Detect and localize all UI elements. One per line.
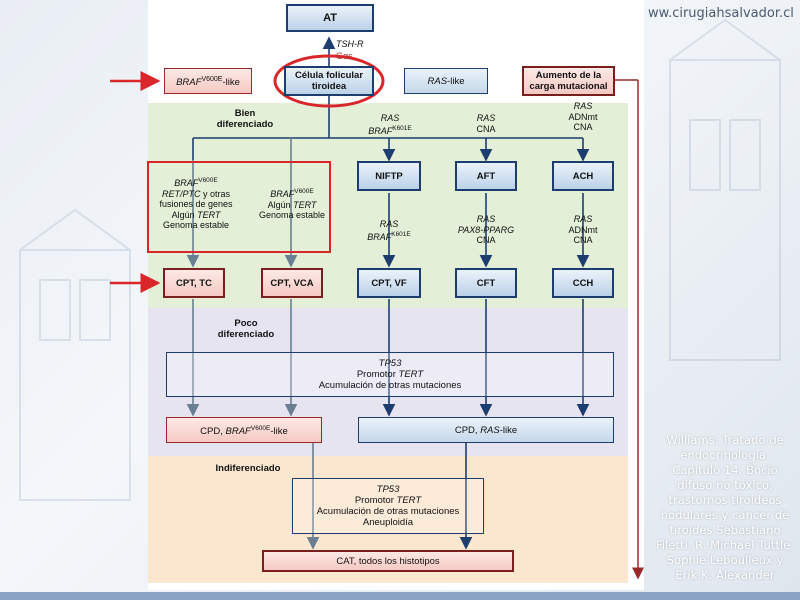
node-aumento-carga-mutacional: Aumento de la carga mutacional xyxy=(522,66,615,96)
stage-indiferenciado: Indiferenciado xyxy=(215,463,281,474)
node-cpd-braf: CPD, BRAFV600E-like xyxy=(166,417,322,443)
mutations-vca-column: BRAFV600E Algún TERT Genoma estable xyxy=(258,188,326,220)
node-cpt-vf: CPT, VF xyxy=(357,268,421,298)
mutations-top-aft: RAS CNA xyxy=(476,113,496,134)
box-indif-mutaciones: TP53 Promotor TERT Acumulación de otras … xyxy=(292,478,484,534)
celula-highlight-ellipse xyxy=(273,54,385,108)
mutations-top-ach: RAS ADNmt CNA xyxy=(568,101,598,132)
node-cch: CCH xyxy=(552,268,614,298)
source-caption: Williams. Tratado de endocrinología. Cap… xyxy=(656,433,794,582)
bottom-stripe xyxy=(0,592,800,600)
node-cpd-ras: CPD, RAS-like xyxy=(358,417,614,443)
node-ach: ACH xyxy=(552,161,614,191)
node-aft: AFT xyxy=(455,161,517,191)
mutations-top-middle: RAS BRAFK601E xyxy=(368,113,412,136)
node-cpt-vca: CPT, VCA xyxy=(261,268,323,298)
node-at: AT xyxy=(286,4,374,32)
node-cat: CAT, todos los histotipos xyxy=(262,550,514,572)
node-niftp: NIFTP xyxy=(357,161,421,191)
site-url[interactable]: ww.cirugiahsalvador.cl xyxy=(648,6,794,21)
braf-group-highlight-rect xyxy=(147,161,331,253)
stage-poco-diferenciado: Poco diferenciado xyxy=(217,318,275,340)
mutations-niftp: RAS BRAFK601E xyxy=(367,219,411,242)
mutations-left-column: BRAFV600E RET/PTC y otras fusiones de ge… xyxy=(159,177,233,230)
node-celula-folicular: Célula folicular tiroidea xyxy=(284,66,374,96)
mutations-aft: RAS PAX8-PPARG CNA xyxy=(457,214,515,245)
node-ras-like: RAS-like xyxy=(404,68,488,94)
gas-label: Gαs xyxy=(336,51,353,61)
node-cft: CFT xyxy=(455,268,517,298)
tsh-r-label: TSH-R xyxy=(336,39,364,49)
node-cpt-tc: CPT, TC xyxy=(163,268,225,298)
box-poco-mutaciones: TP53 Promotor TERT Acumulación de otras … xyxy=(166,352,614,397)
mutations-ach: RAS ADNmt CNA xyxy=(568,214,598,245)
node-braf-like: BRAFV600E-like xyxy=(164,68,252,94)
stage-bien-diferenciado: Bien diferenciado xyxy=(216,108,274,130)
